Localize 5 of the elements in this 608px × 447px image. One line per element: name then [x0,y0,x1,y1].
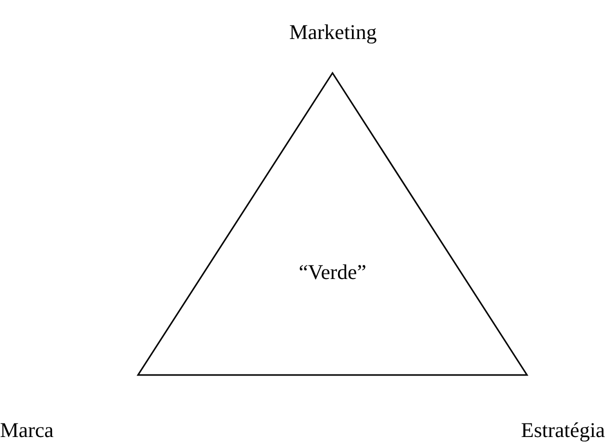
node-label: “Verde” [298,260,366,284]
triangle-shape [138,73,527,375]
vertex-label: Marca [0,418,54,442]
vertex-label: Marketing [289,20,377,44]
vertex-label: Estratégia [521,418,605,442]
